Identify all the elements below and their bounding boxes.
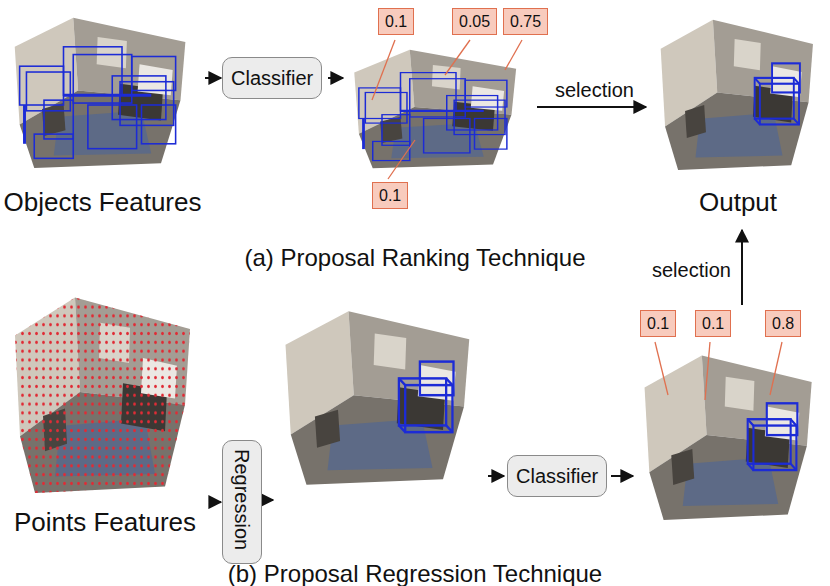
room-scan bbox=[645, 356, 812, 520]
proposal-boxes bbox=[359, 73, 507, 161]
flow-connector bbox=[210, 501, 221, 503]
score-value: 0.1 bbox=[379, 186, 401, 205]
flow-arrow bbox=[488, 475, 504, 477]
leader-line bbox=[372, 40, 395, 100]
score-callout: 0.8 bbox=[765, 310, 801, 337]
panel-caption: Objects Features bbox=[4, 187, 202, 218]
score-value: 0.8 bbox=[772, 314, 794, 333]
scene-panel: Points Features bbox=[0, 280, 210, 542]
regressed-boxes bbox=[748, 403, 798, 470]
flow-arrow bbox=[741, 230, 743, 305]
score-callout: 0.1 bbox=[640, 310, 676, 337]
flow-connector bbox=[205, 77, 221, 79]
scene-panel: Output bbox=[648, 0, 828, 222]
leader-line bbox=[655, 342, 668, 395]
flow-arrow bbox=[328, 77, 343, 79]
leader-line bbox=[445, 40, 470, 75]
scene-output bbox=[661, 20, 813, 170]
scene-regressed bbox=[286, 311, 470, 485]
selection-label: selection bbox=[555, 78, 634, 102]
subfigure-caption: (b) Proposal Regression Technique bbox=[228, 560, 602, 586]
scene-panel: Objects Features bbox=[0, 0, 205, 222]
score-callout: 0.75 bbox=[503, 8, 548, 35]
score-value: 0.1 bbox=[647, 314, 669, 333]
scene-points bbox=[15, 298, 190, 493]
score-value: 0.1 bbox=[385, 12, 407, 31]
room-scan bbox=[15, 18, 186, 168]
leader-line bbox=[388, 140, 415, 179]
flow-arrows bbox=[260, 78, 742, 500]
panel-caption: Points Features bbox=[14, 507, 196, 538]
score-callout: 0.1 bbox=[695, 310, 731, 337]
score-callout: 0.1 bbox=[378, 8, 414, 35]
classifier-box: Classifier bbox=[507, 455, 607, 497]
flow-arrow bbox=[611, 475, 633, 477]
regression-box: Regression bbox=[222, 440, 262, 564]
panel-caption: Output bbox=[699, 187, 777, 218]
score-callout: 0.05 bbox=[452, 8, 497, 35]
module-name: Regression bbox=[230, 449, 254, 550]
scene-classified bbox=[645, 356, 812, 520]
score-value: 0.1 bbox=[702, 314, 724, 333]
module-name: Classifier bbox=[231, 66, 313, 90]
scene-ranked bbox=[354, 50, 516, 169]
score-callout: 0.1 bbox=[372, 182, 408, 209]
flow-arrow bbox=[537, 106, 646, 108]
scene-objects bbox=[15, 18, 186, 168]
room-scan bbox=[15, 298, 190, 493]
leader-line bbox=[505, 40, 522, 70]
leader-line bbox=[705, 342, 710, 400]
room-scan bbox=[286, 311, 470, 485]
room-scan bbox=[661, 20, 813, 170]
subfigure-caption: (a) Proposal Ranking Technique bbox=[244, 244, 585, 273]
selection-label: selection bbox=[652, 258, 731, 282]
point-samples bbox=[15, 298, 190, 493]
room-scan bbox=[354, 50, 516, 169]
score-value: 0.75 bbox=[510, 12, 541, 31]
classifier-box: Classifier bbox=[222, 57, 322, 99]
regressed-boxes bbox=[399, 362, 454, 433]
proposal-boxes bbox=[20, 47, 176, 159]
score-value: 0.05 bbox=[459, 12, 490, 31]
selected-boxes bbox=[755, 63, 800, 124]
leader-lines bbox=[372, 40, 782, 400]
leader-line bbox=[770, 342, 782, 395]
module-name: Classifier bbox=[516, 464, 598, 488]
